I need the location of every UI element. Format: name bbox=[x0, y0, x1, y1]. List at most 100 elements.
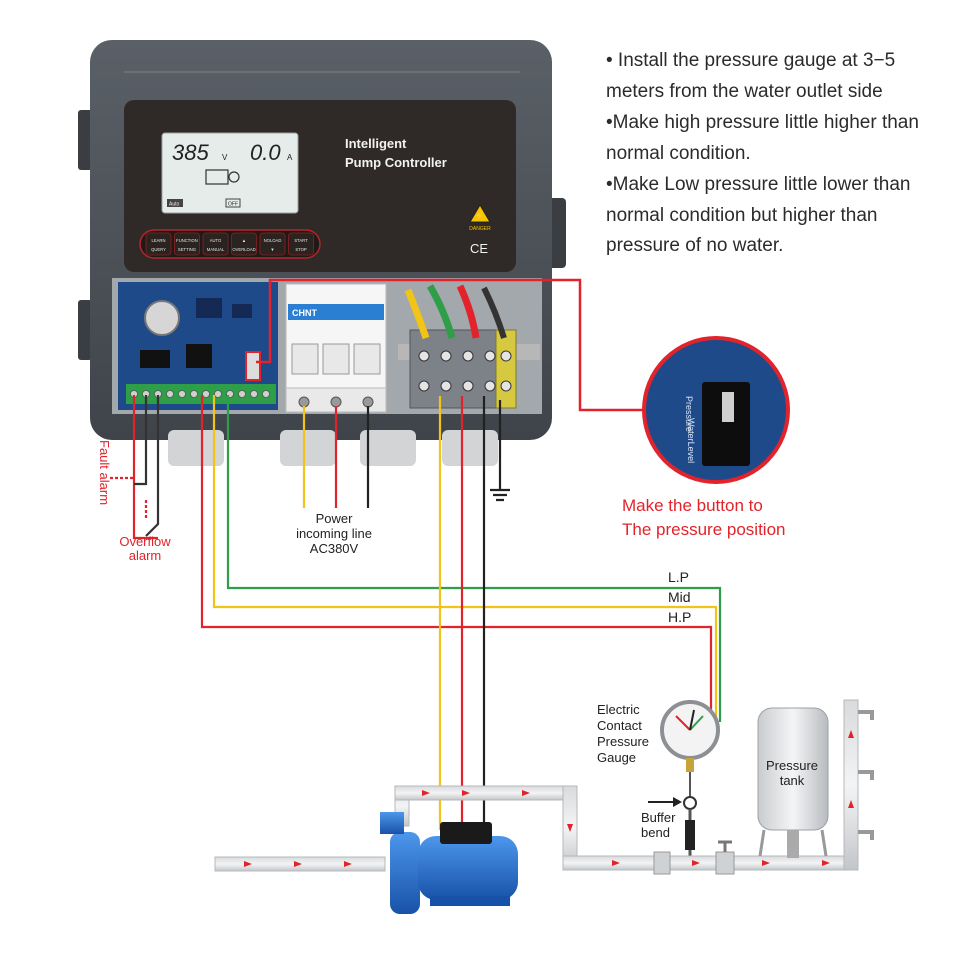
danger-icon bbox=[469, 204, 491, 223]
pcb-terminal-screw bbox=[214, 390, 222, 398]
controller-enclosure: 385 V 0.0 A Auto OFF Intelligent Pump Co… bbox=[78, 40, 566, 466]
hinge-top bbox=[78, 110, 92, 170]
switch-inset: Pressure WaterLevel bbox=[642, 336, 790, 484]
panel-button-top: NOLOAD bbox=[264, 238, 282, 243]
ground-terminal-screw bbox=[500, 380, 512, 392]
strip-terminal-screw bbox=[440, 350, 452, 362]
panel-button-bottom: ▼ bbox=[270, 247, 274, 252]
tap-3 bbox=[858, 830, 874, 840]
panel-button-bottom: MANUAL bbox=[207, 247, 225, 252]
power-label-1: Power bbox=[316, 511, 354, 526]
pump-volute bbox=[390, 832, 420, 914]
lcd-current: 0.0 bbox=[250, 140, 281, 165]
note-2: •Make high pressure little higher than n… bbox=[606, 112, 919, 164]
switch-caption: Make the button to The pressure position bbox=[622, 494, 882, 542]
controller-title-2: Pump Controller bbox=[345, 155, 447, 170]
lcd-voltage-unit: V bbox=[222, 153, 228, 162]
tap-1 bbox=[858, 710, 874, 720]
gauge-label-1: Electric bbox=[597, 702, 640, 717]
overflow-alarm-label-2: alarm bbox=[129, 548, 162, 563]
panel-button-top: ▲ bbox=[242, 238, 246, 243]
note-3: •Make Low pressure little lower than nor… bbox=[606, 174, 911, 256]
pump-motor bbox=[418, 836, 518, 900]
pcb-terminal-screw bbox=[238, 390, 246, 398]
overflow-alarm-wire bbox=[132, 395, 158, 540]
pcb-battery bbox=[144, 300, 180, 336]
pcb-terminal-screw bbox=[262, 390, 270, 398]
pump-junction-box bbox=[440, 822, 492, 844]
panel-button-top: FUNCTION bbox=[176, 238, 198, 243]
tank-label-1: Pressure bbox=[766, 758, 818, 773]
lcd-voltage: 385 bbox=[172, 140, 209, 165]
wiring bbox=[110, 278, 722, 830]
gauge-label-2: Contact bbox=[597, 718, 642, 733]
strip-terminal-screw bbox=[484, 350, 496, 362]
water-pump bbox=[380, 812, 518, 914]
ground-terminal-screw bbox=[500, 350, 512, 362]
buffer-label-2: bend bbox=[641, 825, 670, 840]
panel-button-5[interactable]: START STOP bbox=[288, 232, 314, 256]
panel-button-bottom: QUERY bbox=[151, 247, 166, 252]
piping bbox=[214, 699, 874, 875]
tank-label-2: tank bbox=[780, 773, 805, 788]
panel-button-3[interactable]: ▲ OVERLOAD bbox=[231, 232, 257, 256]
pcb-terminal-screw bbox=[178, 390, 186, 398]
switch-caption-1: Make the button to bbox=[622, 496, 763, 515]
panel-button-bottom: STOP bbox=[295, 247, 307, 252]
tap-2 bbox=[858, 770, 874, 780]
hinge-bottom bbox=[78, 300, 92, 360]
overflow-alarm-label-1: Overflow bbox=[119, 534, 171, 549]
strip-terminal-screw bbox=[418, 350, 430, 362]
panel-button-4[interactable]: NOLOAD ▼ bbox=[259, 232, 286, 256]
pcb-terminal-screw bbox=[190, 390, 198, 398]
power-label-3: AC380V bbox=[310, 541, 359, 556]
lp-label: L.P bbox=[668, 569, 689, 585]
riser-pipe bbox=[843, 699, 859, 871]
ce-mark: CE bbox=[470, 241, 488, 256]
valve bbox=[715, 851, 735, 875]
gauge-label-4: Gauge bbox=[597, 750, 636, 765]
inset-switch-body bbox=[702, 382, 750, 466]
hp-label: H.P bbox=[668, 609, 691, 625]
strip-terminal-screw bbox=[440, 380, 452, 392]
panel-button-bottom: SETTING bbox=[178, 247, 196, 252]
power-label-2: incoming line bbox=[296, 526, 372, 541]
latch bbox=[548, 198, 566, 268]
cable-gland-4 bbox=[442, 430, 498, 466]
mid-label: Mid bbox=[668, 589, 691, 605]
ground-symbol bbox=[490, 488, 510, 502]
lcd-current-unit: A bbox=[287, 153, 293, 162]
lcd-display bbox=[161, 132, 299, 214]
svg-text:⚡: ⚡ bbox=[474, 210, 485, 222]
panel-button-top: AUTO bbox=[210, 238, 222, 243]
danger-label: DANGER bbox=[469, 226, 491, 232]
pressure-tank bbox=[757, 707, 829, 858]
inset-switch-lever bbox=[722, 392, 734, 422]
hp-wire bbox=[200, 395, 713, 716]
cable-gland-2 bbox=[280, 430, 336, 466]
switch-caption-2: The pressure position bbox=[622, 520, 786, 539]
panel-button-1[interactable]: FUNCTION SETTING bbox=[174, 232, 200, 256]
pcb-terminal-block bbox=[126, 384, 276, 404]
strip-terminal-screw bbox=[462, 380, 474, 392]
gauge-label-3: Pressure bbox=[597, 734, 649, 749]
pcb-terminal-screw bbox=[250, 390, 258, 398]
panel-button-2[interactable]: AUTO MANUAL bbox=[202, 232, 229, 256]
panel-button-top: START bbox=[294, 238, 308, 243]
inset-label-waterlevel: WaterLevel bbox=[686, 418, 696, 463]
cable-gland-1 bbox=[168, 430, 224, 466]
panel-button-bottom: OVERLOAD bbox=[232, 247, 255, 252]
pcb-selector-switch bbox=[245, 351, 261, 381]
mid-wire bbox=[212, 395, 718, 718]
switch-callout-line bbox=[256, 278, 648, 412]
lcd-pump-icon bbox=[205, 169, 229, 185]
pcb-terminal-screw bbox=[166, 390, 174, 398]
controller-title-1: Intelligent bbox=[345, 136, 407, 151]
strip-terminal-screw bbox=[484, 380, 496, 392]
breaker-brand: CHNT bbox=[292, 308, 317, 318]
lcd-auto: Auto bbox=[169, 202, 180, 208]
lp-wire bbox=[226, 395, 722, 722]
